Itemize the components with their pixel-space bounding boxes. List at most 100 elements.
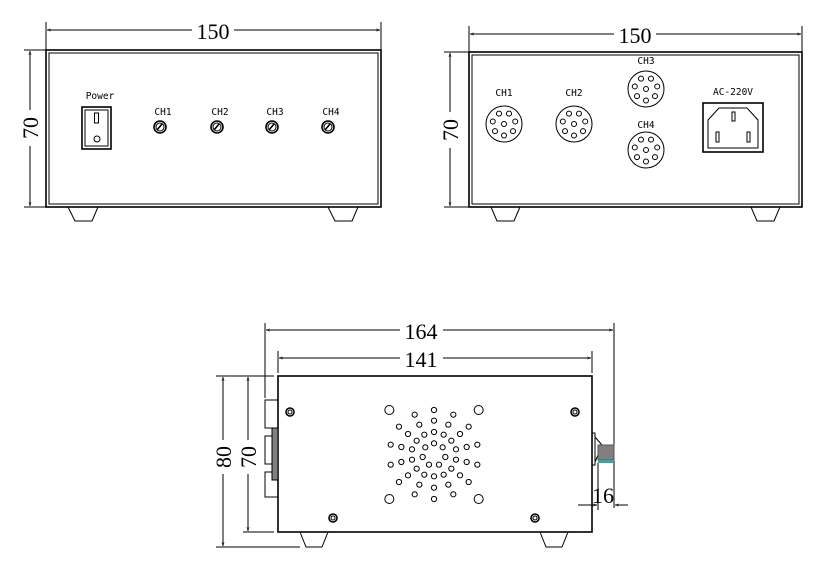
vent-hole xyxy=(430,484,438,491)
connector-label: CH2 xyxy=(565,88,582,99)
rear-foot-left xyxy=(490,206,521,222)
vent-hole xyxy=(452,456,460,463)
vent-hole xyxy=(384,405,395,415)
channel-knob-1[interactable] xyxy=(153,120,167,134)
vent-hole xyxy=(408,456,416,463)
vent-hole xyxy=(435,461,443,468)
vent-hole xyxy=(456,430,464,438)
vent-hole xyxy=(445,481,452,488)
rear-width-dimension: 150 xyxy=(468,23,803,52)
vent-hole xyxy=(416,481,423,488)
side-view: 164 141 80 70 xyxy=(211,319,628,548)
vent-hole xyxy=(421,471,428,478)
vent-hole xyxy=(473,494,484,504)
vent-hole xyxy=(422,444,429,451)
connector-label: CH4 xyxy=(637,120,654,131)
vent-hole xyxy=(404,430,412,438)
vent-hole xyxy=(430,495,438,503)
vent-hole xyxy=(384,494,395,504)
vent-hole xyxy=(416,421,423,428)
vent-hole xyxy=(439,444,446,451)
vent-hole xyxy=(430,440,438,447)
body-length-value: 141 xyxy=(405,347,438,372)
knob-label: CH3 xyxy=(266,107,283,118)
front-height-dimension: 70 xyxy=(18,49,46,208)
vent-hole xyxy=(452,446,460,453)
vent-hole xyxy=(450,411,457,418)
knob-label: CH4 xyxy=(322,107,339,118)
front-foot-right xyxy=(327,206,359,222)
channel-knob-4[interactable] xyxy=(321,120,335,134)
vent-hole xyxy=(463,443,470,451)
channel-knob-3[interactable] xyxy=(265,120,279,134)
vent-hole xyxy=(442,453,449,461)
channel-connector-4 xyxy=(627,131,665,169)
vent-hole xyxy=(450,491,457,498)
rear-height-value: 70 xyxy=(438,119,463,141)
vent-hole xyxy=(456,472,464,479)
side-foot-right xyxy=(539,531,569,548)
front-height-value: 70 xyxy=(18,117,43,139)
channel-connector-3 xyxy=(627,70,665,108)
rear-panel xyxy=(468,51,803,208)
switch-protrusion-value: 16 xyxy=(592,483,614,508)
vent-hole xyxy=(411,491,418,498)
body-height-dimension: 70 xyxy=(236,376,274,533)
knob-label: CH1 xyxy=(154,107,171,118)
vent-hole xyxy=(474,461,481,468)
screw-icon xyxy=(328,513,338,523)
switch-protrusion-dimension: 16 xyxy=(578,463,628,510)
rear-foot-right xyxy=(750,206,781,222)
body-length-dimension: 141 xyxy=(277,347,593,373)
vent-hole xyxy=(473,405,484,415)
vent-hole xyxy=(430,428,438,436)
vent-hole xyxy=(404,472,412,479)
front-foot-left xyxy=(67,206,99,222)
front-panel xyxy=(45,49,382,208)
rear-power-switch xyxy=(591,432,615,466)
overall-length-value: 164 xyxy=(405,319,438,344)
vent-hole xyxy=(408,446,416,453)
vent-hole xyxy=(430,406,438,414)
vent-hole xyxy=(425,461,433,468)
connector-label: CH3 xyxy=(637,56,654,67)
side-panel xyxy=(277,375,593,533)
vent-hole xyxy=(398,458,405,466)
vent-hole xyxy=(448,465,455,472)
vent-hole xyxy=(419,453,426,461)
vent-hole xyxy=(387,441,394,448)
overall-length-dimension: 164 xyxy=(264,319,615,508)
connector-label: CH1 xyxy=(495,88,512,99)
vent-hole xyxy=(445,421,452,428)
vent-hole xyxy=(421,431,428,438)
channel-knob-2[interactable] xyxy=(210,120,224,134)
vent-hole xyxy=(474,441,481,448)
overall-height-dimension: 80 xyxy=(211,375,300,548)
front-protrusions xyxy=(264,399,279,498)
front-view: 150 70 Power CH1 CH2 CH3 CH4 xyxy=(18,19,382,222)
vent-hole xyxy=(463,458,470,466)
vent-hole xyxy=(430,417,438,424)
power-switch[interactable] xyxy=(81,106,112,150)
screw-icon xyxy=(285,407,295,417)
vent-hole xyxy=(413,437,420,444)
body-height-value: 70 xyxy=(236,446,261,468)
ac-power-inlet xyxy=(702,102,764,153)
vent-hole xyxy=(440,431,447,438)
rear-height-dimension: 70 xyxy=(438,51,469,208)
channel-connector-2 xyxy=(555,105,593,143)
vent-hole xyxy=(448,437,455,444)
knob-label: CH2 xyxy=(211,107,228,118)
rear-width-value: 150 xyxy=(619,23,652,48)
vent-hole xyxy=(395,478,403,486)
vent-hole xyxy=(387,461,394,468)
front-width-dimension: 150 xyxy=(45,19,382,50)
power-label: Power xyxy=(86,91,115,102)
screw-icon xyxy=(570,407,580,417)
vent-hole xyxy=(465,423,472,430)
front-width-value: 150 xyxy=(197,19,230,44)
side-foot-left xyxy=(299,531,329,548)
overall-height-value: 80 xyxy=(211,446,236,468)
